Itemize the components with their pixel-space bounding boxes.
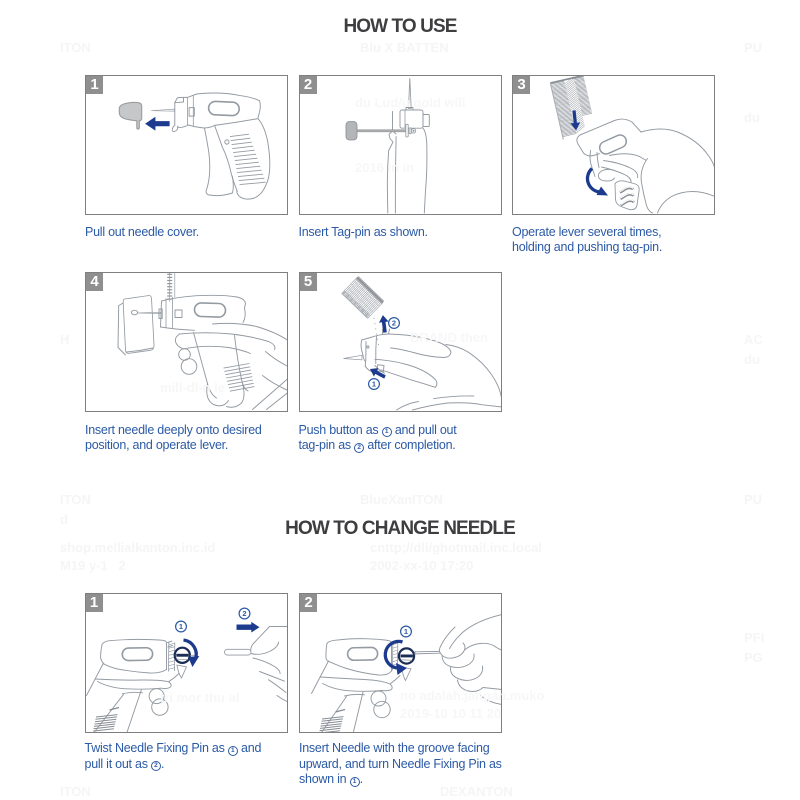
svg-text:1: 1 (371, 380, 375, 389)
svg-text:1: 1 (404, 627, 408, 636)
svg-text:2: 2 (242, 609, 246, 618)
svg-text:2: 2 (391, 319, 395, 328)
svg-text:1: 1 (178, 622, 182, 631)
